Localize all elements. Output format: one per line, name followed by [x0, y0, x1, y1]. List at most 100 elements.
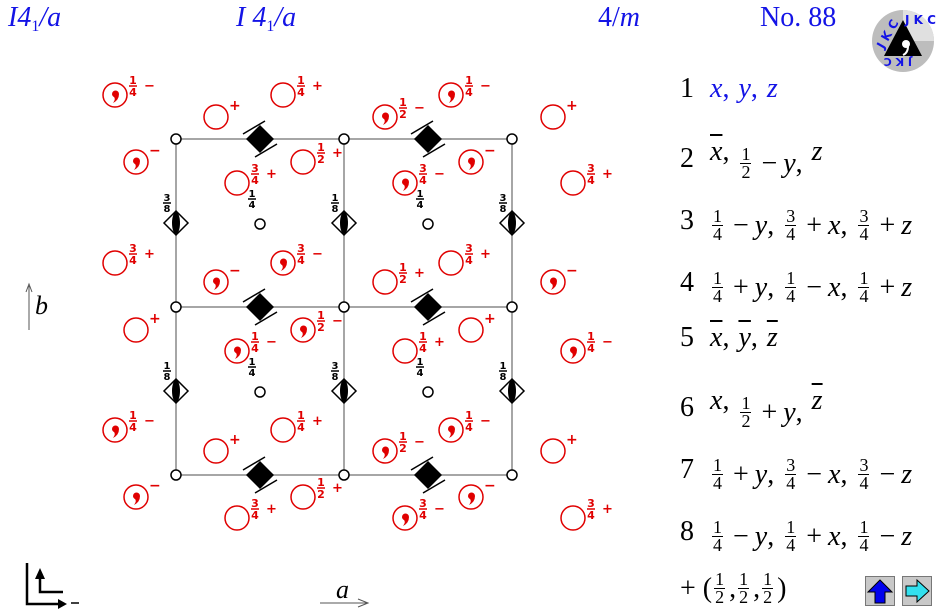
comma-icon — [382, 112, 389, 125]
comma: , — [750, 322, 765, 353]
variable: x — [710, 322, 723, 353]
numerator: 1 — [317, 141, 325, 154]
position-coordinates: x, y, z — [710, 322, 780, 354]
position-number: 2 — [680, 142, 694, 174]
numerator: 3 — [587, 497, 595, 510]
denominator: 4 — [465, 86, 473, 99]
centering-prefix: + ( — [680, 572, 713, 604]
denominator: 8 — [164, 204, 171, 215]
up-button[interactable] — [865, 576, 895, 606]
inversion-center-icon — [506, 469, 518, 481]
axis-height-label: 18 — [331, 193, 339, 215]
atom-circle-icon — [224, 505, 250, 531]
position-number: 4 — [680, 266, 694, 298]
numerator: 1 — [164, 361, 171, 372]
atom-position: + — [203, 432, 241, 464]
numerator: 1 — [738, 569, 750, 589]
operator: + — [761, 396, 778, 428]
fourfold-screw-axis-icon — [242, 456, 278, 494]
space-group-diagram: 38183818381814141414−14+14−14+−12+−+12−+… — [25, 74, 613, 609]
denominator: 4 — [297, 86, 305, 99]
denominator: 2 — [317, 321, 325, 334]
comma: , — [722, 136, 737, 167]
coordinate-term: z — [767, 322, 778, 354]
comma: , — [840, 520, 855, 552]
comma: , — [750, 73, 765, 104]
numerator: 1 — [129, 409, 137, 422]
numerator: 1 — [465, 409, 473, 422]
atom-position: + — [123, 311, 161, 343]
numerator: 1 — [785, 268, 797, 288]
numerator: 1 — [251, 330, 259, 343]
height-sign: − — [484, 143, 496, 159]
denominator: 4 — [465, 254, 473, 267]
comma-icon — [112, 90, 119, 103]
numerator: 3 — [419, 162, 427, 175]
height-fraction: 14 — [129, 409, 137, 434]
operator: − — [761, 147, 778, 179]
height-sign: + — [144, 247, 155, 262]
height-sign: − — [566, 263, 578, 279]
denominator: 4 — [417, 200, 424, 211]
fourfold-screw-axis-icon — [242, 120, 278, 158]
denominator: 4 — [129, 254, 137, 267]
atom-circle-icon — [560, 505, 586, 531]
comma-icon — [133, 492, 140, 505]
atom-position: − — [560, 335, 613, 364]
numerator: 1 — [465, 74, 473, 87]
atom-circle-icon — [438, 417, 464, 443]
denominator: 4 — [713, 224, 722, 244]
height-sign: + — [566, 98, 578, 114]
inversion-center-icon — [506, 301, 518, 313]
atom-circle-icon — [102, 250, 128, 276]
denominator: 4 — [859, 535, 869, 555]
inversion-center-icon — [170, 469, 182, 481]
variable: y — [754, 520, 768, 552]
position-number: 3 — [680, 204, 694, 236]
height-sign: − — [414, 435, 425, 450]
next-button[interactable] — [902, 576, 932, 606]
denominator: 4 — [129, 421, 137, 434]
numerator: 3 — [465, 242, 473, 255]
comma-icon — [133, 157, 140, 170]
position-number: 5 — [680, 322, 694, 353]
numerator: 1 — [858, 517, 870, 537]
height-sign: − — [144, 79, 155, 94]
denominator: 2 — [317, 153, 325, 166]
height-fraction: 14 — [465, 409, 473, 434]
variable: x — [710, 73, 723, 104]
numerator: 1 — [249, 357, 256, 368]
height-fraction: 14 — [297, 409, 305, 434]
position-number: 1 — [680, 73, 694, 104]
height-label: 14 — [416, 189, 424, 211]
denominator: 8 — [500, 204, 507, 215]
comma-icon — [550, 277, 557, 290]
numerator: 3 — [129, 242, 137, 255]
atom-circle-icon — [270, 417, 296, 443]
atom-position: + — [224, 502, 277, 531]
height-fraction: 34 — [465, 242, 473, 267]
comma: , — [795, 396, 810, 428]
atom-position: − — [123, 478, 161, 510]
numerator: 1 — [249, 189, 256, 200]
height-sign: + — [312, 79, 323, 94]
origin-axes-icon — [25, 563, 67, 609]
comma-icon — [402, 178, 409, 191]
height-fraction: 12 — [399, 261, 407, 286]
height-fraction: 14 — [587, 330, 595, 355]
comma: , — [722, 322, 737, 353]
variable: y — [783, 396, 796, 428]
fourfold-screw-axis-icon — [410, 456, 446, 494]
height-fraction: 12 — [399, 430, 407, 455]
atom-circle-icon — [102, 417, 128, 443]
